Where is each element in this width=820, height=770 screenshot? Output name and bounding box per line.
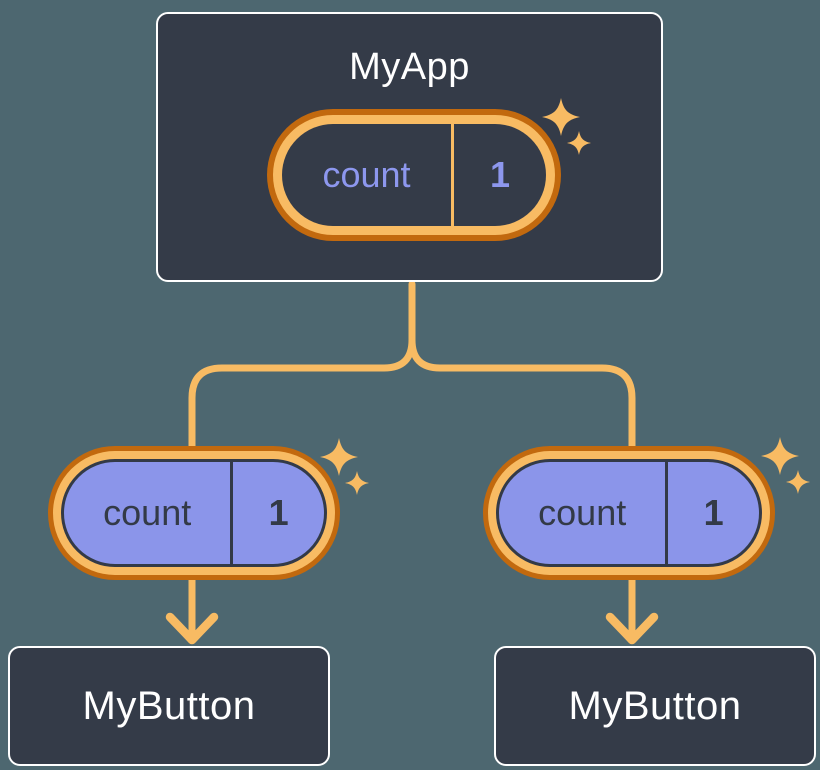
component-node-mybutton-left: MyButton xyxy=(8,646,330,766)
state-pill-body: count 1 xyxy=(282,124,546,226)
state-value: 1 xyxy=(703,492,724,533)
sparkle-icon xyxy=(761,437,810,494)
state-pill-right-child: count 1 xyxy=(483,446,775,580)
state-name-label: count xyxy=(103,492,192,533)
state-name-label: count xyxy=(322,154,411,195)
state-value: 1 xyxy=(268,492,289,533)
state-pill-body: count 1 xyxy=(61,459,327,567)
state-pill-ring: count 1 xyxy=(53,451,335,575)
pill-divider xyxy=(665,462,669,564)
state-name-label: count xyxy=(538,492,627,533)
component-node-myapp: MyApp count 1 xyxy=(156,12,663,282)
component-title: MyButton xyxy=(82,683,256,728)
arrowhead-right-icon xyxy=(605,612,659,645)
state-pill-root: count 1 xyxy=(267,109,561,241)
arrowhead-left-icon xyxy=(165,612,219,645)
state-pill-left-child: count 1 xyxy=(48,446,340,580)
connector-branch-right xyxy=(408,336,636,644)
state-pill-body: count 1 xyxy=(496,459,762,567)
pill-divider xyxy=(230,462,234,564)
sparkle-icon xyxy=(542,98,591,155)
state-value: 1 xyxy=(489,154,510,195)
component-node-mybutton-right: MyButton xyxy=(494,646,816,766)
state-pill-ring: count 1 xyxy=(488,451,770,575)
component-title: MyApp xyxy=(349,46,470,88)
pill-divider xyxy=(450,124,454,226)
state-pill-ring: count 1 xyxy=(273,115,555,235)
sparkle-icon xyxy=(320,438,369,495)
component-title: MyButton xyxy=(568,683,742,728)
